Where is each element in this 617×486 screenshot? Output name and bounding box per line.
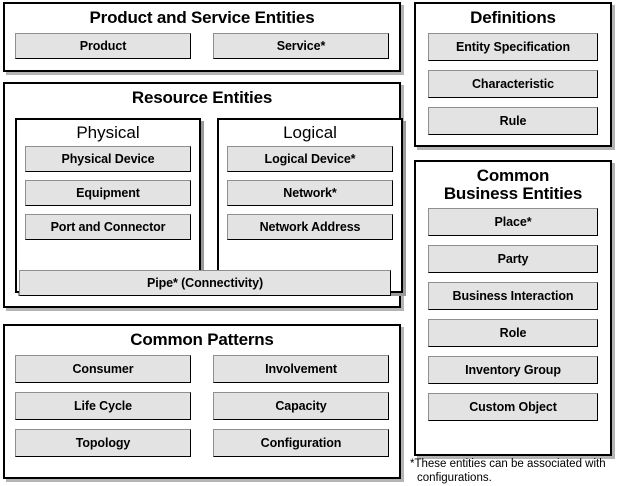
panel-title-line-2: Business Entities (443, 184, 583, 204)
entity-box-party[interactable]: Party (428, 245, 598, 274)
subpanel-physical: Physical Physical Device Equipment Port … (15, 118, 201, 293)
entity-box-involvement[interactable]: Involvement (213, 355, 389, 384)
panel-title-line-1: Common (476, 166, 550, 185)
entity-box-network-address[interactable]: Network Address (227, 214, 393, 240)
definitions-stack: Entity Specification Characteristic Rule (416, 33, 610, 136)
entity-box-configuration[interactable]: Configuration (213, 429, 389, 458)
entity-box-service[interactable]: Service* (213, 33, 389, 60)
subpanel-title-physical: Physical (76, 123, 140, 142)
panel-title-resource-entities: Resource Entities (131, 88, 273, 107)
entity-box-role[interactable]: Role (428, 319, 598, 348)
panel-resource-entities: Resource Entities Physical Physical Devi… (3, 82, 403, 308)
common-business-stack: Place* Party Business Interaction Role I… (416, 208, 610, 422)
entity-box-capacity[interactable]: Capacity (213, 392, 389, 421)
entity-box-physical-device[interactable]: Physical Device (25, 146, 191, 172)
entity-box-consumer[interactable]: Consumer (15, 355, 191, 384)
entity-box-product[interactable]: Product (15, 33, 191, 60)
panel-common-patterns: Common Patterns Consumer Life Cycle Topo… (3, 324, 401, 479)
physical-entity-stack: Physical Device Equipment Port and Conne… (17, 146, 199, 240)
panel-title-common-patterns: Common Patterns (130, 330, 274, 349)
entity-box-custom-object[interactable]: Custom Object (428, 393, 598, 422)
entity-box-port-and-connector[interactable]: Port and Connector (25, 214, 191, 240)
entity-box-network[interactable]: Network* (227, 180, 393, 206)
subpanel-logical: Logical Logical Device* Network* Network… (217, 118, 403, 293)
entity-box-characteristic[interactable]: Characteristic (428, 70, 598, 99)
panel-title-definitions: Definitions (470, 8, 556, 27)
entity-box-entity-specification[interactable]: Entity Specification (428, 33, 598, 62)
footnote-text: *These entities can be associated with c… (410, 458, 606, 484)
product-service-row: Product Service* (5, 33, 399, 60)
entity-box-pipe-connectivity[interactable]: Pipe* (Connectivity) (19, 270, 391, 296)
panel-title-common-business-entities: Common Business Entities (416, 166, 610, 204)
panel-definitions: Definitions Entity Specification Charact… (414, 2, 612, 147)
subpanel-title-logical: Logical (283, 123, 337, 142)
panel-title-product-and-service-entities: Product and Service Entities (89, 8, 315, 27)
panel-product-and-service-entities: Product and Service Entities Product Ser… (3, 2, 401, 72)
entity-box-life-cycle[interactable]: Life Cycle (15, 392, 191, 421)
entity-box-rule[interactable]: Rule (428, 107, 598, 136)
common-patterns-left-column: Consumer Life Cycle Topology (15, 355, 191, 466)
logical-entity-stack: Logical Device* Network* Network Address (219, 146, 401, 240)
common-patterns-right-column: Involvement Capacity Configuration (213, 355, 389, 466)
common-patterns-grid: Consumer Life Cycle Topology Involvement… (5, 355, 399, 466)
panel-common-business-entities: Common Business Entities Place* Party Bu… (414, 160, 612, 456)
entity-box-logical-device[interactable]: Logical Device* (227, 146, 393, 172)
entity-box-business-interaction[interactable]: Business Interaction (428, 282, 598, 311)
entity-box-equipment[interactable]: Equipment (25, 180, 191, 206)
entity-box-inventory-group[interactable]: Inventory Group (428, 356, 598, 385)
entity-box-topology[interactable]: Topology (15, 429, 191, 458)
entity-box-place[interactable]: Place* (428, 208, 598, 237)
